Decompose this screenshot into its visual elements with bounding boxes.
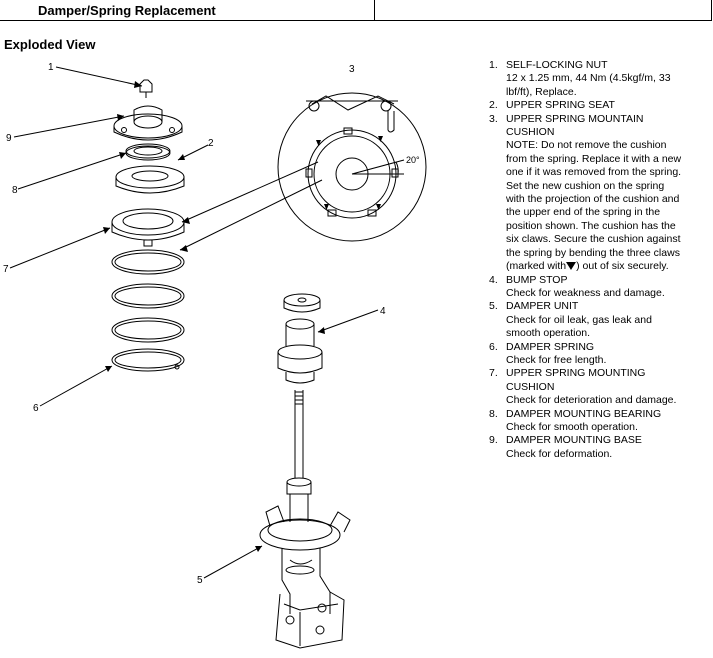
damper-spring xyxy=(111,249,185,372)
legend-item-line: Check for deformation. xyxy=(506,447,613,460)
down-triangle-icon xyxy=(566,262,577,271)
callout-leaders xyxy=(9,66,379,579)
angle-label: 20° xyxy=(406,155,420,165)
damper-unit xyxy=(259,390,351,649)
legend-item-title: BUMP STOP xyxy=(506,273,568,286)
legend-item-body: UPPER SPRING SEAT xyxy=(506,99,711,112)
callout-1: 1 xyxy=(48,62,54,73)
legend-item: 2. UPPER SPRING SEAT xyxy=(489,99,711,112)
header-bar: Damper/Spring Replacement xyxy=(0,0,712,21)
legend-item-title: DAMPER MOUNTING BASE xyxy=(506,434,642,447)
legend-item-title: SELF-LOCKING NUT xyxy=(506,59,608,71)
callout-8: 8 xyxy=(12,185,18,196)
legend-item-line: the upper end of the spring in the xyxy=(506,206,661,219)
legend-item-line: Check for deterioration and damage. xyxy=(506,394,677,407)
legend-item-line: position shown. The cushion has the xyxy=(506,219,676,232)
legend-item-number: 3. xyxy=(489,112,498,125)
legend-item-number: 9. xyxy=(489,434,498,447)
legend-item-number: 7. xyxy=(489,367,498,380)
legend-item-line: the spring by bending the three claws xyxy=(506,246,680,259)
legend-item-line: one if it was removed from the spring. xyxy=(506,166,682,179)
note-tail-pre: (marked with xyxy=(506,260,567,273)
callout-5: 5 xyxy=(197,575,203,586)
section-title: Exploded View xyxy=(4,37,96,52)
legend-item-title: UPPER SPRING MOUNTAIN xyxy=(506,112,644,125)
legend-item-line: with the projection of the cushion and xyxy=(506,193,680,206)
legend-item-line: Check for weakness and damage. xyxy=(506,286,665,299)
exploded-view-diagram: 1 2 3 4 5 6 7 8 9 20° xyxy=(3,62,427,649)
bump-stop xyxy=(277,293,323,384)
page-title: Damper/Spring Replacement xyxy=(38,3,216,18)
legend-item-line: NOTE: Do not remove the cushion xyxy=(506,139,667,152)
legend-item-line: Set the new cushion on the spring xyxy=(506,179,665,192)
legend-item-number: 1. xyxy=(489,59,498,71)
legend-item-number: 2. xyxy=(489,99,498,112)
callout-6: 6 xyxy=(33,403,39,414)
self-locking-nut xyxy=(139,79,153,98)
callout-3: 3 xyxy=(349,64,355,75)
legend-item-line: six claws. Secure the cushion against xyxy=(506,233,681,246)
legend-item-line: (marked with ) out of six securely. xyxy=(506,260,711,273)
legend-item-number: 4. xyxy=(489,273,498,286)
upper-spring-mounting-cushion xyxy=(111,208,185,247)
legend-item-title: DAMPER SPRING xyxy=(506,340,595,353)
legend-item-line: from the spring. Replace it with a new xyxy=(506,152,682,165)
damper-mounting-base xyxy=(113,105,183,141)
damper-mounting-bearing xyxy=(125,143,171,161)
legend-item-line: 12 x 1.25 mm, 44 Nm (4.5kgf/m, 33 xyxy=(506,72,671,85)
legend-item-line: smooth operation. xyxy=(506,327,591,340)
callout-arrowheads xyxy=(103,81,325,552)
legend-item-title: DAMPER UNIT xyxy=(506,300,579,313)
legend-item-title: UPPER SPRING SEAT xyxy=(506,99,615,112)
cushion-detail-claw-markers xyxy=(316,136,383,210)
legend-item-number: 8. xyxy=(489,407,498,420)
legend-item-title: UPPER SPRING MOUNTING xyxy=(506,367,646,380)
legend-item-line: CUSHION xyxy=(506,126,555,139)
header-divider xyxy=(374,0,375,20)
callout-9: 9 xyxy=(6,133,12,144)
legend-item-line: Check for oil leak, gas leak and xyxy=(506,313,652,326)
legend-item-line: lbf/ft), Replace. xyxy=(506,85,577,98)
callout-4: 4 xyxy=(380,306,386,317)
callout-7: 7 xyxy=(3,264,9,275)
legend-item-title: DAMPER MOUNTING BEARING xyxy=(506,407,662,420)
upper-spring-seat xyxy=(115,165,185,194)
legend-item-line: CUSHION xyxy=(506,380,555,393)
legend-item-number: 6. xyxy=(489,340,498,353)
note-tail-post: ) out of six securely. xyxy=(576,260,669,273)
legend-item-number: 5. xyxy=(489,300,498,313)
legend-item-line: Check for free length. xyxy=(506,353,607,366)
cushion-detail-view xyxy=(277,92,427,242)
callout-numbers: 1 2 3 4 5 6 7 8 9 20° xyxy=(3,62,420,586)
callout-2: 2 xyxy=(208,138,214,149)
legend-item-line: Check for smooth operation. xyxy=(506,420,638,433)
